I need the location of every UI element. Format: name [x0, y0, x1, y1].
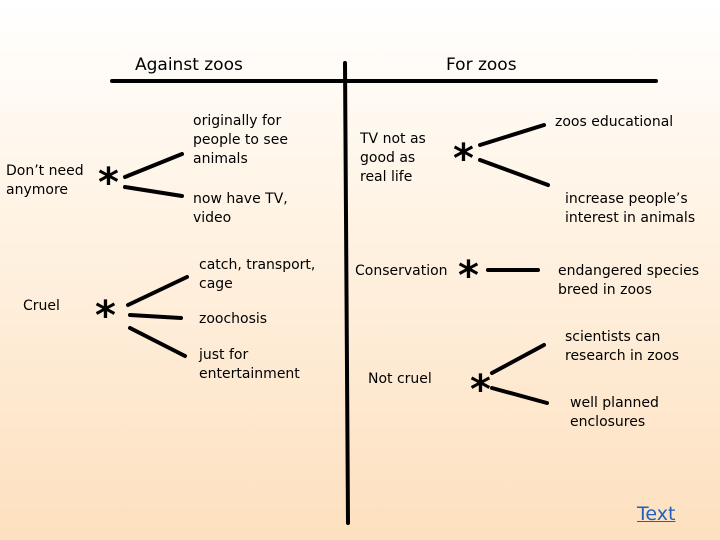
against-reason: catch, transport, cage	[199, 257, 316, 292]
for-group-label: TV not as good as real life	[360, 131, 426, 185]
connector-line	[123, 185, 184, 198]
connector-line	[126, 275, 189, 307]
connector-line	[123, 152, 184, 179]
star-marker: *	[95, 293, 116, 339]
heading-against: Against zoos	[135, 55, 243, 75]
text-link[interactable]: Text	[637, 503, 676, 525]
for-group-label: Not cruel	[368, 371, 432, 387]
for-reason: endangered species breed in zoos	[558, 263, 700, 298]
connector-line	[478, 158, 550, 187]
against-group-label: Cruel	[23, 298, 60, 314]
against-reason: originally for people to see animals	[193, 113, 288, 167]
against-reason: now have TV, video	[193, 191, 288, 226]
connector-line	[128, 313, 183, 320]
connector-line	[490, 343, 546, 375]
for-group-label: Conservation	[355, 263, 448, 279]
against-reason: zoochosis	[199, 311, 268, 327]
for-reason: zoos educational	[555, 114, 674, 130]
against-group-label: Don’t need anymore	[6, 163, 84, 198]
for-reason: well planned enclosures	[570, 395, 659, 430]
connector-line	[490, 386, 549, 405]
star-marker: *	[453, 136, 474, 182]
star-marker: *	[98, 160, 119, 206]
star-marker: *	[458, 253, 479, 299]
connector-line	[478, 123, 546, 147]
center-divider	[343, 61, 350, 525]
star-marker: *	[470, 367, 491, 413]
connector-line	[128, 326, 187, 358]
heading-for: For zoos	[446, 55, 517, 75]
for-reason: increase people’s interest in animals	[565, 191, 696, 226]
for-reason: scientists can research in zoos	[565, 329, 680, 364]
against-reason: just for entertainment	[199, 347, 300, 382]
